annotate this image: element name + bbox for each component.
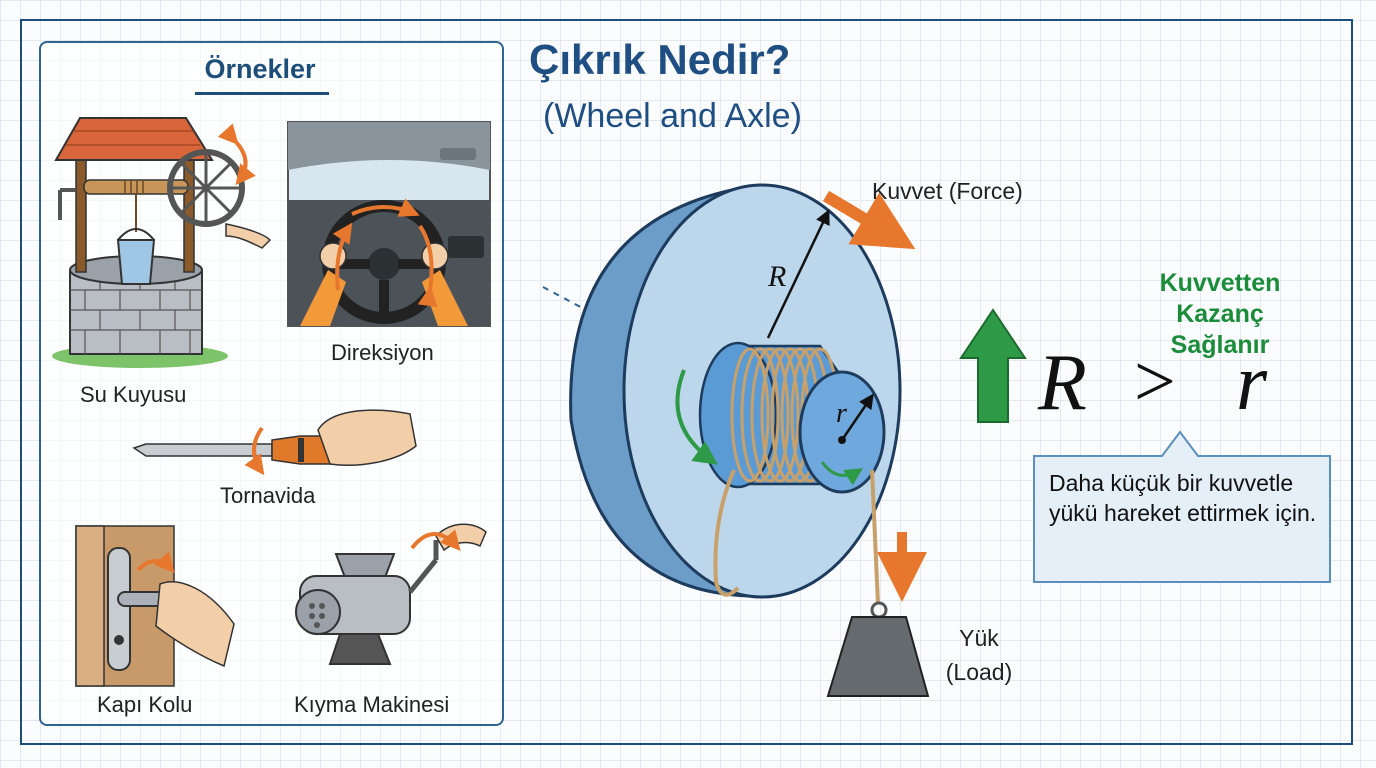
force-gain-text: Kuvvetten Kazanç Sağlanır [1159, 269, 1281, 359]
steering-wheel-icon [287, 121, 491, 327]
green-up-arrow-icon [959, 308, 1027, 423]
examples-heading-underline [195, 92, 329, 95]
outer-frame [20, 19, 1353, 745]
screwdriver-icon [132, 409, 417, 476]
small-radius-line [840, 393, 874, 441]
load-label-line1: Yük [959, 625, 999, 651]
force-label: Kuvvet (Force) [872, 178, 1023, 204]
rope-loop [713, 469, 740, 597]
small-radius-label: r [836, 398, 847, 429]
axle-rotation-arrow [820, 461, 864, 486]
example-label-door-handle: Kapı Kolu [97, 692, 193, 717]
examples-heading: Örnekler [204, 54, 316, 84]
callout-box [1033, 430, 1331, 583]
water-well-icon [52, 117, 272, 368]
door-handle-icon [75, 525, 235, 687]
load-weight [826, 616, 930, 697]
wheel-and-axle-diagram [542, 183, 930, 697]
big-radius-label: R [767, 260, 786, 293]
callout-text: Daha küçük bir kuvvetle yükü hareket ett… [1049, 470, 1317, 526]
page-title: Çıkrık Nedir? [529, 36, 791, 83]
big-radius-line [766, 209, 830, 339]
force-arrow [822, 190, 916, 250]
example-label-water-well: Su Kuyusu [80, 382, 187, 407]
formula-operator: > [1134, 341, 1176, 423]
meat-grinder-icon [295, 523, 487, 665]
example-label-meat-grinder: Kıyma Makinesi [294, 692, 450, 717]
formula-rhs: r [1236, 339, 1268, 427]
page-subtitle: (Wheel and Axle) [543, 97, 802, 135]
example-label-screwdriver: Tornavida [220, 483, 316, 508]
example-label-steering: Direksiyon [331, 340, 434, 365]
axle-back [698, 341, 778, 489]
formula-lhs: R [1037, 339, 1087, 427]
wheel-rotation-arrow [675, 369, 718, 465]
load-label-line2: (Load) [946, 659, 1012, 685]
